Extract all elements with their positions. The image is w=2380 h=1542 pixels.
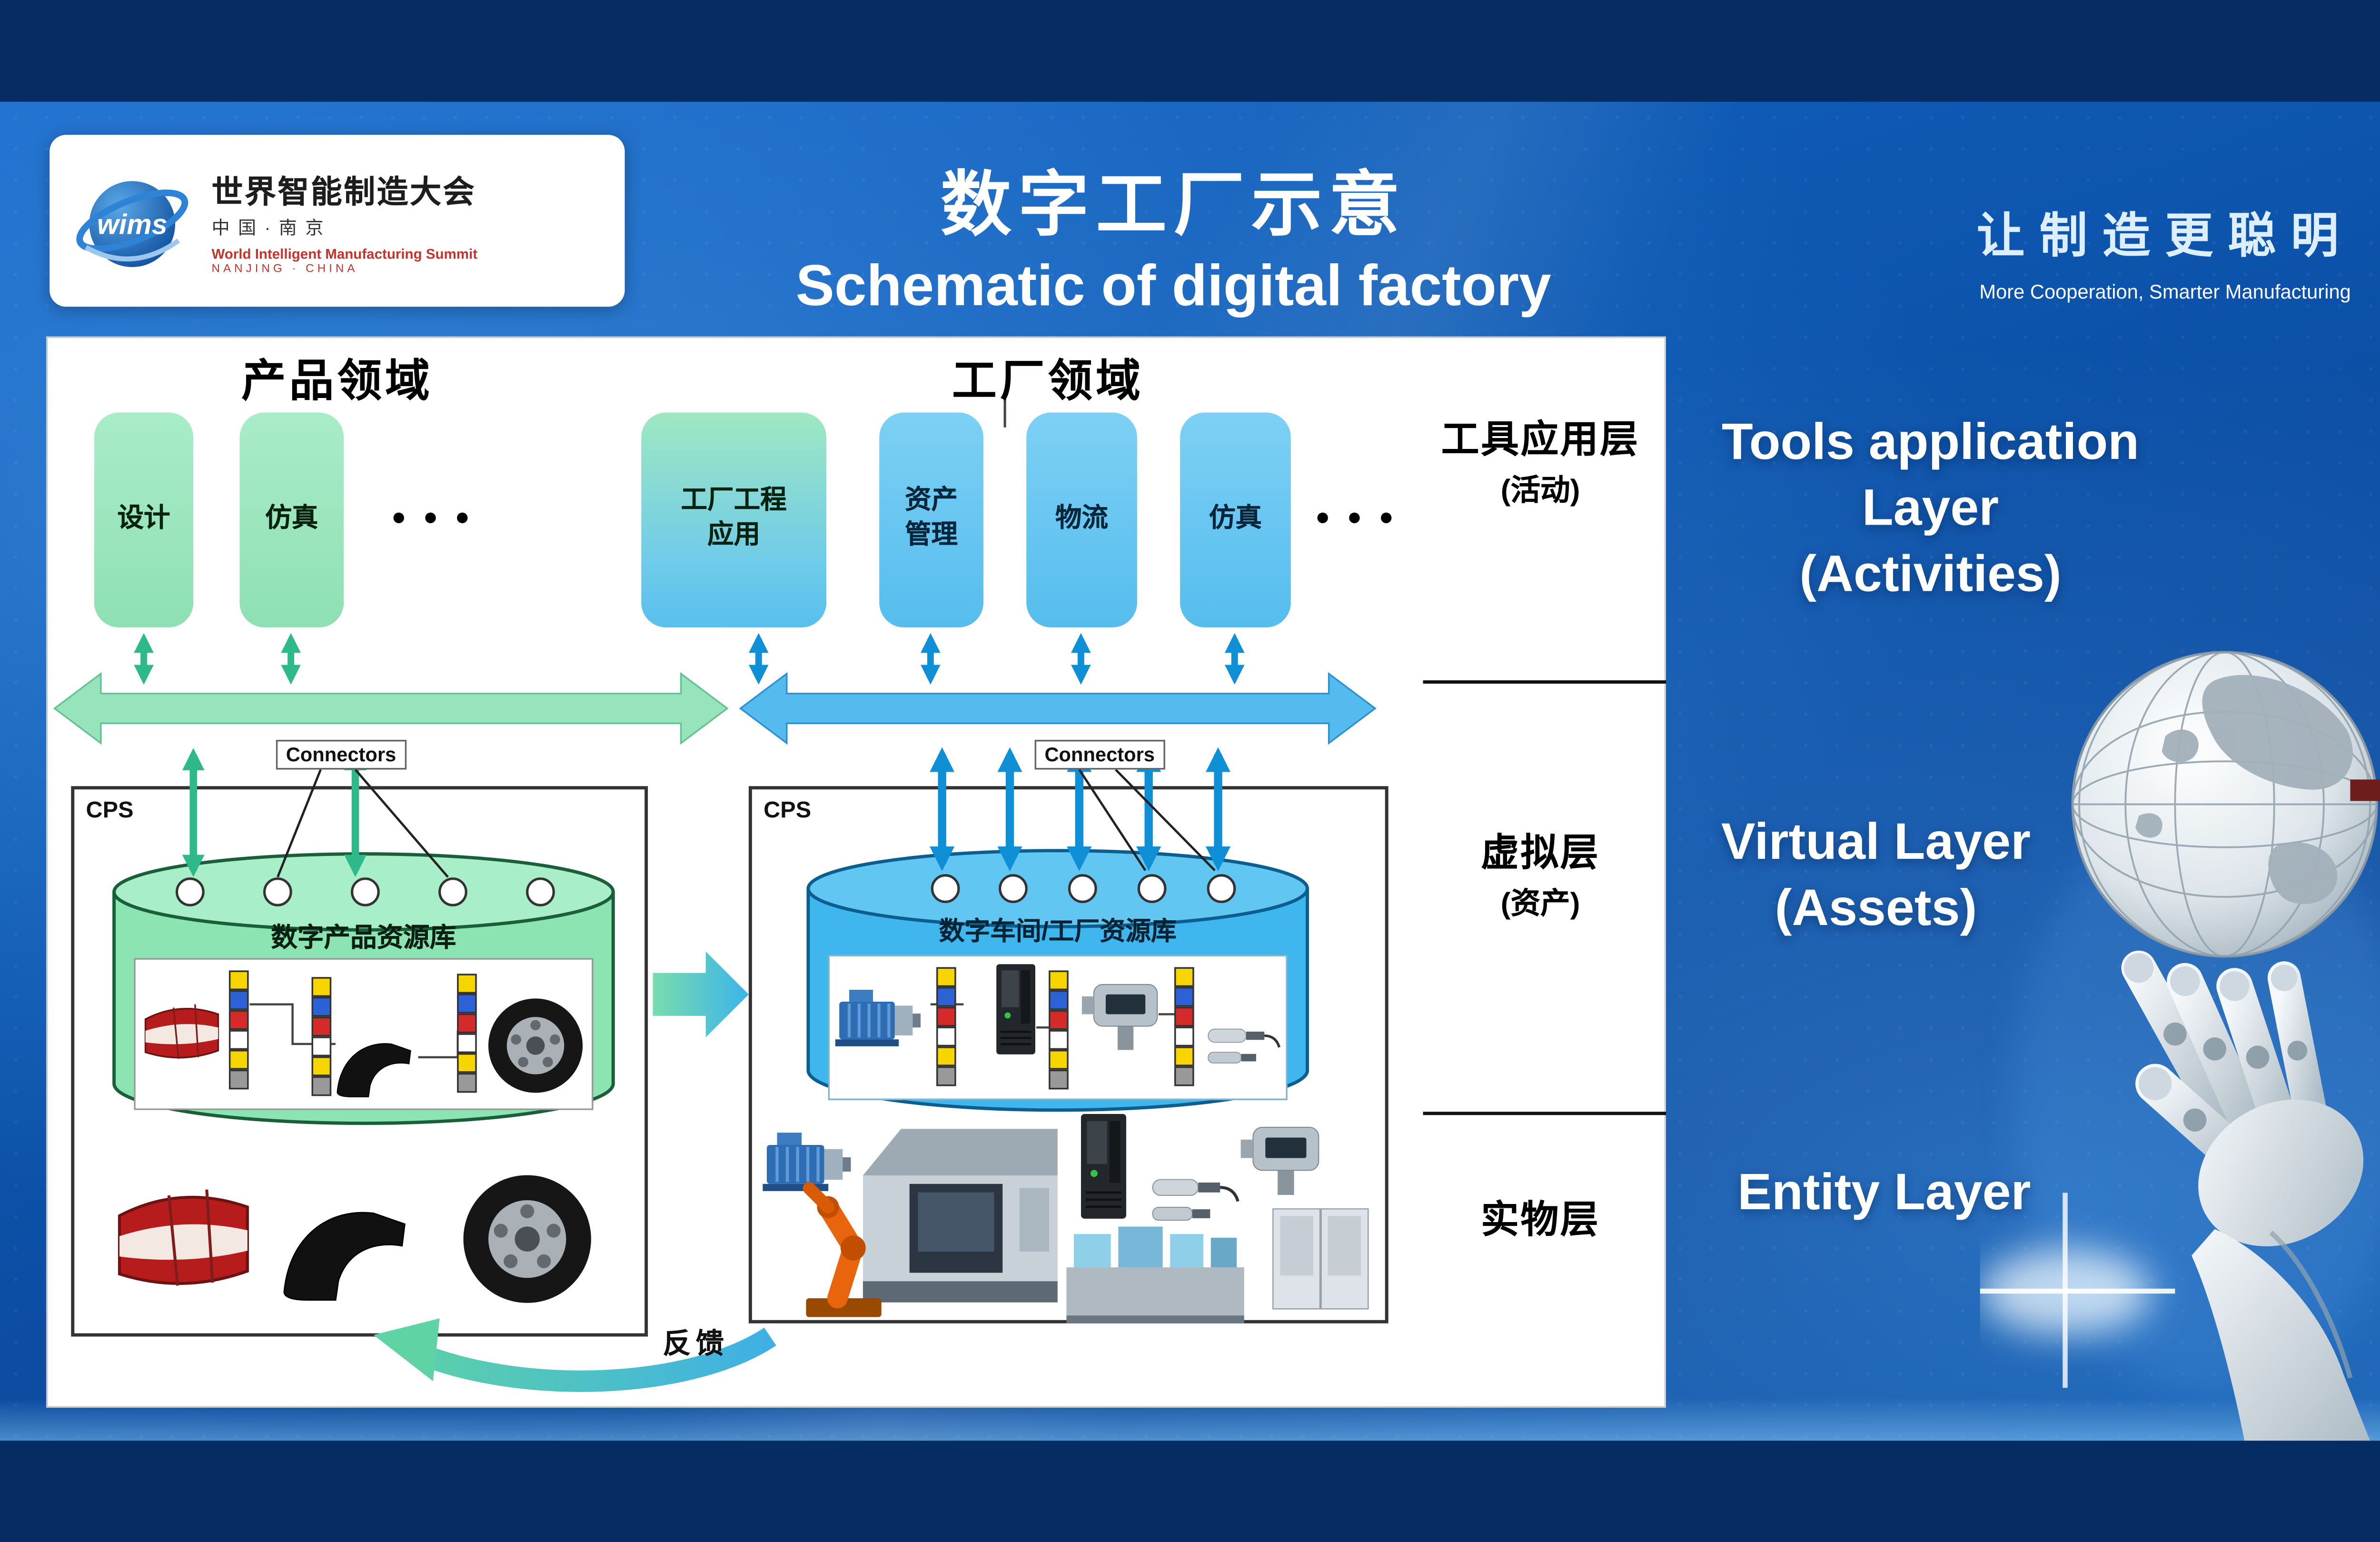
slide-title: 数字工厂示意 Schematic of digital factory xyxy=(661,148,1686,319)
tool-box-factory-engineering-label: 工厂工程应用 xyxy=(681,487,787,550)
summit-slogan: 让制造更聪明 More Cooperation, Smarter Manufac… xyxy=(1931,198,2380,303)
tool-box-asset-management: 资产管理 xyxy=(879,412,983,627)
robot-arm xyxy=(2192,1229,2370,1441)
factory-cps-box: CPS 数字车间/工厂资源库 xyxy=(748,786,1388,1323)
product-tools-ellipsis: ● ● ● xyxy=(391,503,475,532)
tool-box-logistics-label: 物流 xyxy=(1055,504,1109,533)
layer-tools-note: (活动) xyxy=(1500,473,1580,507)
connectors-label-factory: Connectors xyxy=(1034,739,1165,770)
slogan-cn: 让制造更聪明 xyxy=(1976,210,2354,264)
tool-box-asset-management-label: 资产管理 xyxy=(904,487,958,550)
virtual-layer-label-en: Virtual Layer (Assets) xyxy=(1645,809,2107,941)
layer-tools-cn: 工具应用层 xyxy=(1441,417,1640,460)
tool-box-simulation-factory: 仿真 xyxy=(1180,412,1291,627)
feedback-label: 反馈 xyxy=(663,1328,729,1360)
physical-equipment-row xyxy=(752,1103,1392,1323)
physical-products-row xyxy=(91,1174,591,1303)
tool-box-simulation-factory-label: 仿真 xyxy=(1209,504,1262,533)
virtual-layer-line-1: Virtual Layer xyxy=(1721,812,2031,870)
virtual-layer-line-2: (Assets) xyxy=(1775,878,1977,936)
tools-layer-line-1: Tools application xyxy=(1721,412,2140,470)
layer-entity-cn: 实物层 xyxy=(1481,1197,1600,1241)
slogan-en: More Cooperation, Smarter Manufacturing xyxy=(1979,280,2351,303)
wims-logo-icon: wims xyxy=(76,180,188,267)
slide: wims 世界智能制造大会 中国·南京 World Intelligent Ma… xyxy=(0,101,2380,1441)
tools-layer-line-3: (Activities) xyxy=(1799,544,2062,603)
product-domain-heading: 产品领域 xyxy=(241,356,433,406)
product-cps-box: CPS 数字产品资源库 xyxy=(71,786,648,1336)
product-repository-content xyxy=(134,957,594,1110)
diagram-panel: 产品领域 工厂领域 设计 仿真 ● ● ● 工厂工程应用 资产管理 物流 仿真 … xyxy=(46,336,1668,1408)
cps-label-factory: CPS xyxy=(764,796,812,823)
factory-domain-heading: 工厂领域 xyxy=(952,356,1144,406)
tool-box-simulation-product: 仿真 xyxy=(239,412,344,627)
cps-label-product: CPS xyxy=(86,796,134,823)
layer-label-virtual: 虚拟层 (资产) xyxy=(1413,821,1668,923)
summit-location-en: NANJING · CHINA xyxy=(211,262,358,275)
layer-virtual-note: (资产) xyxy=(1500,886,1580,920)
summit-location-cn: 中国·南京 xyxy=(211,218,332,238)
tools-layer-label-en: Tools application Layer (Activities) xyxy=(1683,409,2179,607)
tool-box-logistics: 物流 xyxy=(1026,412,1137,627)
layer-label-entity: 实物层 xyxy=(1413,1188,1668,1247)
robot-hand-globe-image xyxy=(1980,650,2380,1441)
factory-tools-ellipsis: ● ● ● xyxy=(1315,503,1399,532)
tool-box-factory-engineering: 工厂工程应用 xyxy=(641,412,827,627)
wims-brand-text: wims xyxy=(97,209,168,240)
entity-layer-label-en: Entity Layer xyxy=(1653,1159,2115,1225)
slide-title-cn: 数字工厂示意 xyxy=(940,166,1407,246)
robot-palm xyxy=(2198,1099,2364,1246)
entity-layer-line-1: Entity Layer xyxy=(1737,1163,2031,1221)
tools-layer-line-2: Layer xyxy=(1862,478,1999,537)
product-repository-label: 数字产品资源库 xyxy=(271,925,456,953)
connectors-label-product: Connectors xyxy=(276,739,407,770)
tool-box-simulation-product-label: 仿真 xyxy=(265,504,318,533)
layer-label-tools: 工具应用层 (活动) xyxy=(1413,408,1668,510)
tool-box-design-label: 设计 xyxy=(117,504,170,533)
layer-virtual-cn: 虚拟层 xyxy=(1481,830,1600,874)
wims-logo: wims 世界智能制造大会 中国·南京 World Intelligent Ma… xyxy=(50,134,625,307)
summit-name-en: World Intelligent Manufacturing Summit xyxy=(211,244,478,261)
logo-text: 世界智能制造大会 中国·南京 World Intelligent Manufac… xyxy=(211,167,477,274)
summit-name-cn: 世界智能制造大会 xyxy=(211,175,476,210)
tool-box-design: 设计 xyxy=(94,412,194,627)
factory-repository-label: 数字车间/工厂资源库 xyxy=(939,918,1177,946)
factory-repository-content xyxy=(828,954,1288,1100)
slide-title-en: Schematic of digital factory xyxy=(795,253,1551,318)
